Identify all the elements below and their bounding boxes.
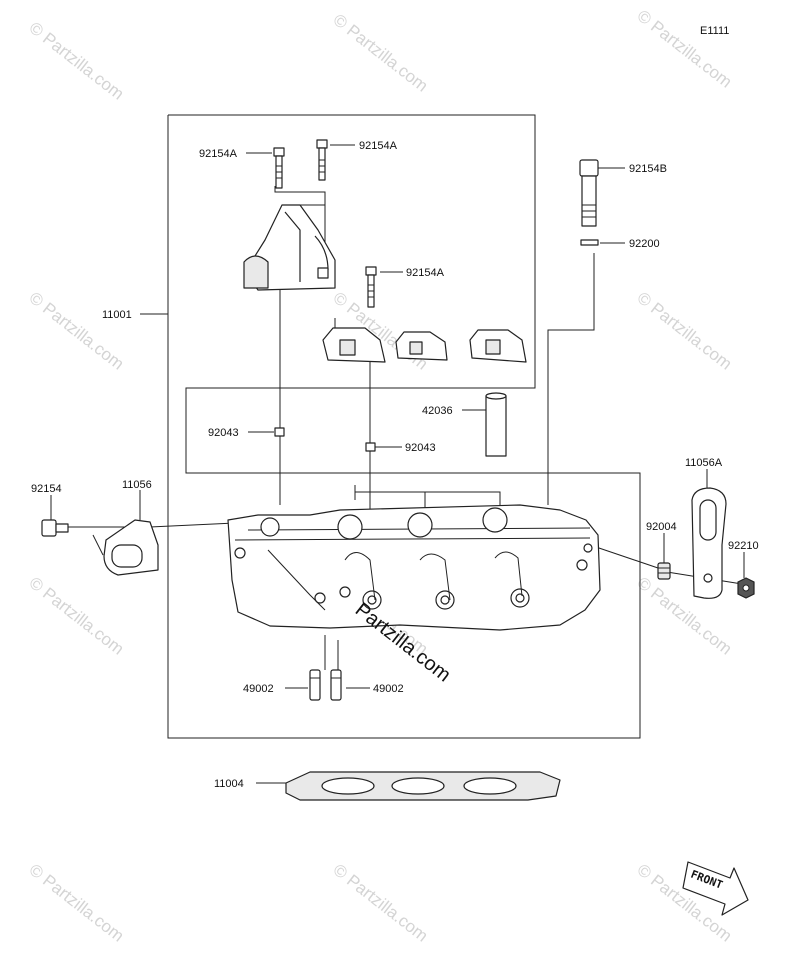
stud-92004 — [657, 562, 671, 580]
pin-42036 — [485, 392, 507, 457]
label-92043-1: 92043 — [208, 427, 239, 439]
bolt-92154B — [579, 159, 599, 227]
label-42036: 42036 — [422, 405, 453, 417]
diagram-code: E1111 — [700, 25, 729, 37]
watermark: © Partzilla.com — [634, 288, 736, 374]
part-labels: 92154A 92154A 92154A 92154B 92200 11001 … — [31, 140, 759, 790]
watermark: © Partzilla.com — [26, 18, 128, 104]
grouping-frames — [167, 114, 641, 739]
watermark: © Partzilla.com — [26, 860, 128, 946]
label-92004: 92004 — [646, 521, 677, 533]
label-92154A-3: 92154A — [406, 267, 445, 279]
front-arrow: FRONT — [682, 861, 749, 916]
valve-guides-49002 — [309, 669, 342, 701]
washer-92200 — [580, 239, 599, 246]
watermark: © Partzilla.com — [26, 288, 128, 374]
dowel-92043-2 — [365, 442, 376, 452]
watermark: © Partzilla.com — [330, 860, 432, 946]
watermark: © Partzilla.com — [634, 860, 736, 946]
nut-92210 — [737, 577, 755, 599]
bolt-92154A-2 — [316, 139, 328, 181]
bolt-92154A-3 — [365, 266, 377, 308]
label-11001: 11001 — [102, 309, 132, 321]
gasket-11004 — [285, 771, 561, 801]
bolt-92154 — [41, 519, 69, 537]
label-49002-2: 49002 — [373, 683, 404, 695]
bracket-11056A — [691, 487, 727, 599]
cylinder-head — [227, 504, 601, 631]
label-49002-1: 49002 — [243, 683, 274, 695]
label-92154: 92154 — [31, 483, 62, 495]
watermark: © Partzilla.com — [330, 10, 432, 96]
bracket-11056 — [103, 519, 159, 576]
label-92154B: 92154B — [629, 163, 667, 175]
label-92210: 92210 — [728, 540, 759, 552]
label-92154A-1: 92154A — [199, 148, 238, 160]
rocker-brackets — [322, 327, 527, 363]
watermark: © Partzilla.com — [634, 6, 736, 92]
label-11004: 11004 — [214, 778, 244, 790]
label-92043-2: 92043 — [405, 442, 436, 454]
label-11056A: 11056A — [685, 457, 723, 469]
bolt-92154A-1 — [273, 147, 285, 189]
label-92154A-2: 92154A — [359, 140, 398, 152]
dowel-92043-1 — [274, 427, 285, 437]
label-92200: 92200 — [629, 238, 660, 250]
watermark: © Partzilla.com — [26, 573, 128, 659]
cam-holder — [243, 204, 336, 291]
label-11056: 11056 — [122, 479, 152, 491]
